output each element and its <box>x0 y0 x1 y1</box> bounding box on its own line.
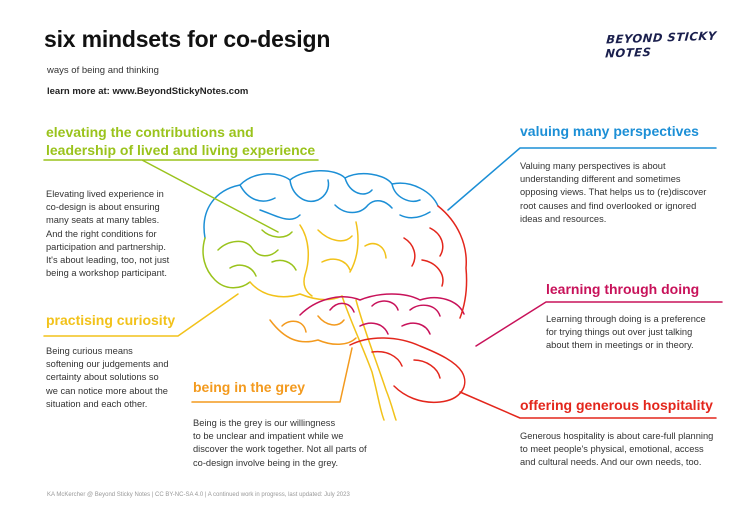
mindset-heading-learning-doing: learning through doing <box>546 281 700 297</box>
brain-red-region <box>349 205 468 404</box>
mindset-heading-hospitality: offering generous hospitality <box>520 397 713 413</box>
mindset-text-hospitality: Generous hospitality is about care-full … <box>520 431 714 468</box>
brain-orange-region <box>269 315 357 345</box>
footer-credit: KA McKercher @ Beyond Sticky Notes | CC … <box>47 492 350 498</box>
mindset-heading-lived-experience: elevating the contributions and leadersh… <box>46 124 316 158</box>
connector-lived-experience <box>43 159 319 233</box>
brain-magenta-region <box>299 293 465 335</box>
mindset-heading-many-perspectives: valuing many perspectives <box>520 123 699 139</box>
connector-curiosity <box>43 293 239 337</box>
mindset-text-lived-experience: Elevating lived experience in co-design … <box>46 189 170 279</box>
page-title: six mindsets for co-design <box>44 26 331 52</box>
brain-blue-region <box>203 170 439 239</box>
page-subtitle: ways of being and thinking <box>47 65 159 76</box>
mindset-heading-grey: being in the grey <box>193 379 306 395</box>
mindset-heading-curiosity: practising curiosity <box>46 312 176 328</box>
brain-green-region <box>202 229 297 289</box>
mindset-text-curiosity: Being curious means softening our judgem… <box>46 346 169 409</box>
connector-grey <box>191 347 353 403</box>
connector-learning-doing <box>475 301 723 347</box>
mindset-text-grey: Being is the grey is our willingness to … <box>193 418 367 468</box>
learn-more-link[interactable]: learn more at: www.BeyondStickyNotes.com <box>47 86 249 97</box>
mindset-text-learning-doing: Learning through doing is a preference f… <box>546 314 706 351</box>
brand-logo: BEYOND STICKY NOTES <box>604 28 718 61</box>
connector-many-perspectives <box>447 147 717 211</box>
mindset-text-many-perspectives: Valuing many perspectives is about under… <box>520 161 707 224</box>
connector-hospitality <box>459 391 717 419</box>
